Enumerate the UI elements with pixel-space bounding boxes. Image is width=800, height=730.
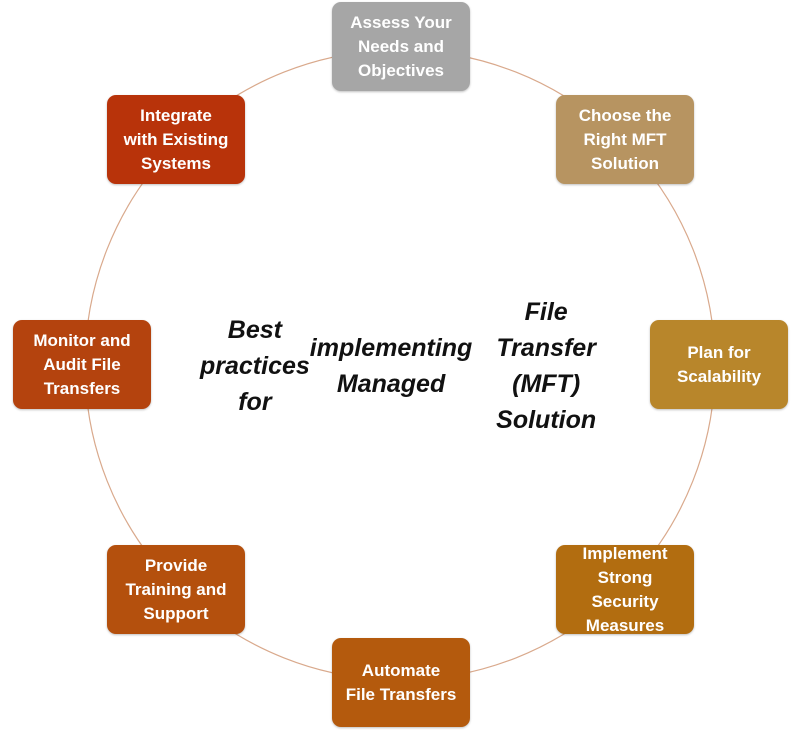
step-label-line: Choose the [578,105,672,125]
step-integrate-systems: Integrate with Existing Systems [107,95,245,184]
step-label-line: File Transfers [345,684,457,704]
step-label-line: Right MFT [583,129,667,149]
step-monitor-audit: Monitor and Audit File Transfers [13,320,151,409]
step-label-line: Strong [597,567,653,587]
step-training-support: Provide Training and Support [107,545,245,634]
step-label-line: Plan for [687,342,751,362]
step-label-line: Automate [361,660,441,680]
step-assess-needs: Assess Your Needs and Objectives [332,2,470,91]
step-label-line: Transfers [43,378,121,398]
diagram-title: Best practices for implementing Managed … [200,298,620,434]
step-plan-scalability: Plan for Scalability [650,320,788,409]
step-label-line: Provide [144,555,208,575]
diagram-title-line-3: File Transfer (MFT) Solution [496,298,597,434]
diagram-title-line-2: implementing Managed [309,334,473,398]
step-label-line: Support [143,603,209,623]
step-automate-transfers: Automate File Transfers [332,638,470,727]
step-label-line: Integrate [140,105,212,125]
step-label-line: Measures [585,615,665,635]
step-label-line: Scalability [676,366,762,386]
step-label-line: Training and [125,579,227,599]
step-label-line: Audit File [43,354,121,374]
step-label-line: with Existing [123,129,229,149]
step-label-line: Assess Your [350,12,452,32]
step-security-measures: Implement Strong Security Measures [556,543,694,635]
step-label-line: Needs and [358,36,444,56]
step-label-line: Solution [591,153,659,173]
diagram-title-line-1: Best practices for [200,316,310,416]
step-label-line: Monitor and [33,330,131,350]
step-label-line: Security [591,591,659,611]
step-label-line: Implement [582,543,668,563]
step-choose-solution: Choose the Right MFT Solution [556,95,694,184]
step-label-line: Objectives [358,60,444,80]
step-label-line: Systems [141,153,211,173]
